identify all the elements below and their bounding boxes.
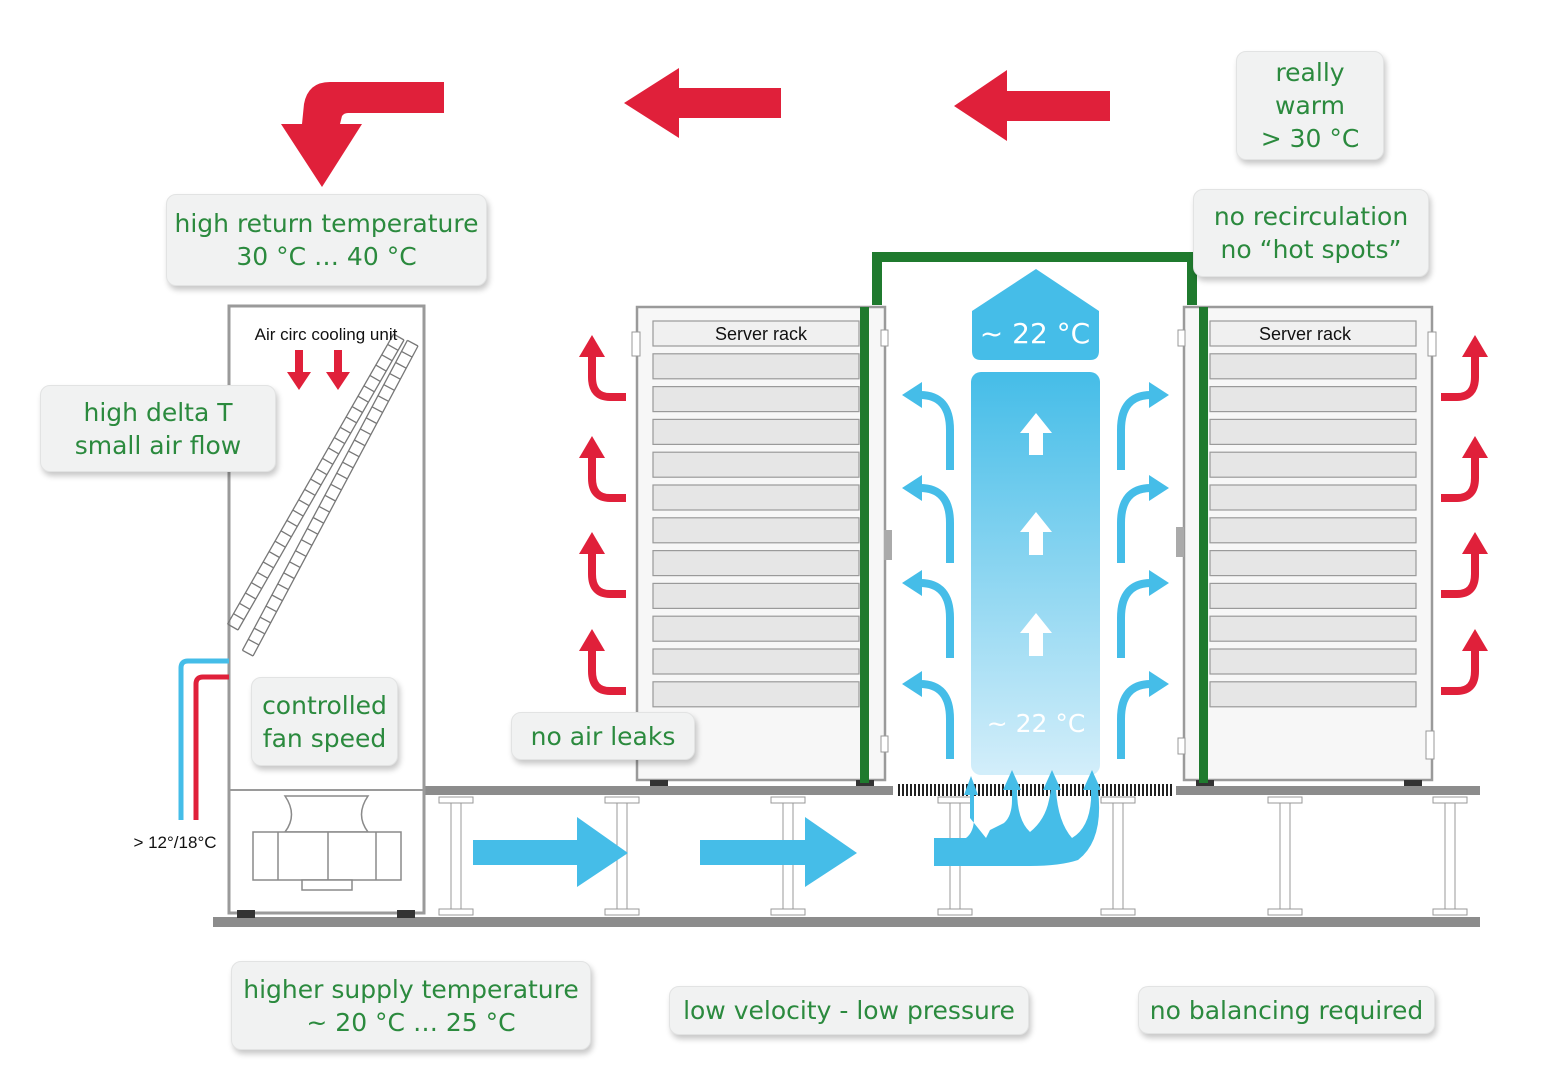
callout-low-velocity: low velocity - low pressure <box>669 986 1029 1035</box>
return-air-bend-arrow <box>281 82 444 187</box>
high-delta-line1: high delta T <box>83 397 233 427</box>
high-delta-line2: small air flow <box>74 430 242 460</box>
cold-aisle-containment <box>860 252 1208 783</box>
callout-high-delta-t: high delta T small air flow <box>40 385 276 472</box>
no-recirculation-line1: no recirculation <box>1213 202 1409 231</box>
return-pipe <box>193 674 229 820</box>
server-rack-right-label: Server rack <box>1259 324 1352 344</box>
cooling-unit-label: Air circ cooling unit <box>255 325 398 344</box>
controlled-fan-line2: fan speed <box>262 723 387 753</box>
controlled-fan-line1: controlled <box>262 690 387 720</box>
hot-exhaust-arrows <box>579 335 1488 695</box>
really-warm-line2: warm <box>1275 91 1345 120</box>
really-warm-line3: > 30 °C <box>1260 124 1360 153</box>
server-rack-left <box>631 305 892 786</box>
higher-supply-line2: ~ 20 °C … 25 °C <box>306 1007 516 1037</box>
return-air-arrow-middle <box>624 68 781 138</box>
no-air-leaks-text: no air leaks <box>530 721 676 751</box>
slab-floor <box>213 917 1480 927</box>
high-return-line2: 30 °C … 40 °C <box>236 242 417 271</box>
server-rack-right <box>1176 305 1437 786</box>
callout-controlled-fan-speed: controlled fan speed <box>251 677 398 766</box>
callout-really-warm: really warm > 30 °C <box>1236 51 1384 160</box>
underfloor-airflow <box>473 770 1101 887</box>
high-return-line1: high return temperature <box>174 209 479 238</box>
low-velocity-text: low velocity - low pressure <box>683 996 1015 1025</box>
callout-no-recirculation: no recirculation no “hot spots” <box>1193 189 1429 277</box>
cold-aisle-column <box>971 372 1100 775</box>
no-balancing-text: no balancing required <box>1149 995 1424 1025</box>
callout-no-air-leaks: no air leaks <box>511 712 695 760</box>
callout-high-return-temperature: high return temperature 30 °C … 40 °C <box>166 194 487 286</box>
callout-no-balancing: no balancing required <box>1138 986 1435 1034</box>
server-rack-left-label: Server rack <box>715 324 808 344</box>
pipe-temp-label: > 12°/18°C <box>133 833 216 852</box>
floor-grille <box>893 784 1176 796</box>
supply-pipe <box>178 658 229 820</box>
no-recirculation-line2: no “hot spots” <box>1220 235 1402 264</box>
higher-supply-line1: higher supply temperature <box>243 974 579 1004</box>
aisle-bottom-temp: ~ 22 °C <box>987 709 1086 738</box>
return-air-arrow-right <box>954 70 1110 141</box>
really-warm-line1: really <box>1275 58 1345 87</box>
cold-aisle-side-arrows <box>902 382 1169 759</box>
cold-aisle-up-arrows <box>1020 413 1052 656</box>
cold-aisle-top-arrow <box>972 269 1099 360</box>
callout-higher-supply-temperature: higher supply temperature ~ 20 °C … 25 °… <box>231 961 591 1050</box>
aisle-top-temp: ~ 22 °C <box>980 317 1090 350</box>
